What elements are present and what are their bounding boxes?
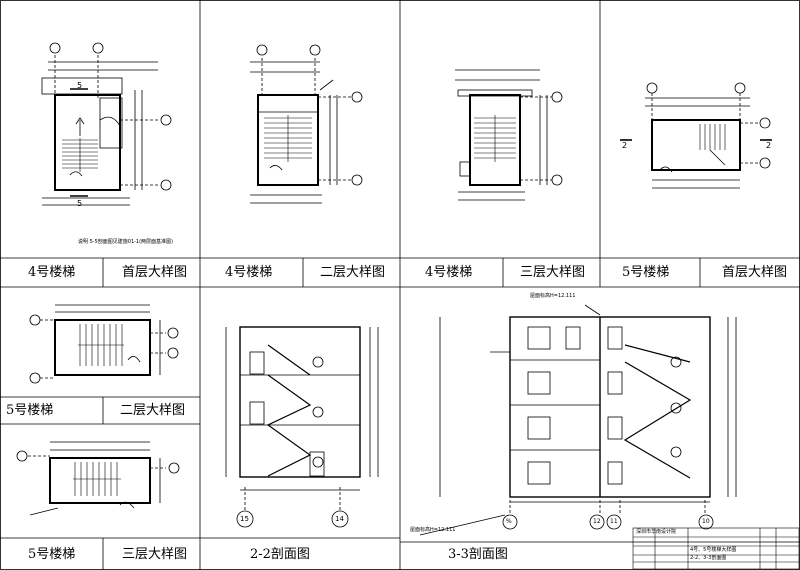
plan-4-floor2 [250,44,363,204]
elevation-label-1: 屋面标高H=12.111 [530,293,576,299]
title-block-drawing2: 2-2、3-3剖面图 [690,555,727,561]
plan-note: 说明 5-5剖面图见建施01-1(两层面基准图) [78,239,174,245]
title-block-company: 深圳市华南设计院 [636,529,677,535]
caption-p7: 2-2剖面图 [250,547,310,562]
axis-label-10: 10 [702,518,710,525]
plan-5-floor2 [29,304,179,384]
caption-p1-left: 4号楼梯 [28,265,76,280]
section-mark-top: 5 [77,81,83,90]
plan-4-floor1 [41,42,172,206]
axis-label-14: 14 [335,515,344,523]
caption-p2-right: 二层大样图 [320,265,386,280]
caption-p5-right: 二层大样图 [120,403,186,418]
axis-label-15: 15 [240,515,249,523]
section-mark-left: 2 [622,141,628,150]
title-block-drawing: 4号、5号楼梯大样图 [690,547,737,553]
axis-label-11: 11 [610,518,618,525]
plan-4-floor3 [455,69,563,201]
caption-p3-left: 4号楼梯 [425,265,473,280]
plan-5-floor3 [16,441,180,516]
caption-p2-left: 4号楼梯 [225,265,273,280]
axis-label-a: % [506,518,512,525]
title-block [632,527,800,570]
section-mark-bottom: 5 [77,199,83,208]
caption-p6-left: 5号楼梯 [28,547,76,562]
caption-p8: 3-3剖面图 [448,547,508,562]
axis-label-12: 12 [593,518,601,525]
caption-p1-right: 首层大样图 [122,265,188,280]
caption-p4-left: 5号楼梯 [622,265,670,280]
caption-p3-right: 三层大样图 [520,265,586,280]
section-3-3 [419,304,737,536]
plan-5-floor1 [620,82,772,189]
caption-p5-left: 5号楼梯 [6,403,54,418]
section-mark-right: 2 [766,141,772,150]
caption-p6-right: 三层大样图 [122,547,188,562]
section-2-2 [225,326,379,528]
elevation-label-2: 屋面标高H=12.111 [410,527,456,533]
caption-p4-right: 首层大样图 [722,265,788,280]
